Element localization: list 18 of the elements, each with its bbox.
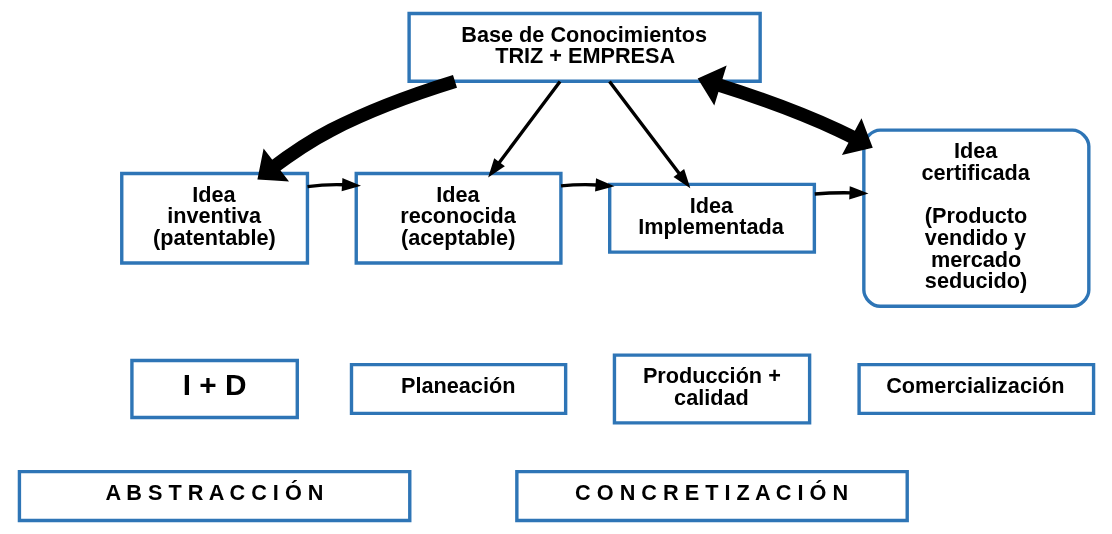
arrow: [560, 178, 614, 192]
node-box: A B S T R A C C I Ó N: [17, 469, 411, 523]
node-box: Producción + calidad: [612, 353, 811, 425]
arrow: [306, 178, 361, 192]
arrow: [697, 65, 873, 156]
node-box: Idea reconocida (aceptable): [354, 171, 563, 265]
node-box: Base de Conocimientos TRIZ + EMPRESA: [406, 11, 762, 83]
node-box: Idea Implementada: [607, 182, 816, 254]
arrow: [256, 74, 457, 182]
node-box: Idea inventiva (patentable): [119, 171, 309, 265]
node-box: Comercialización: [856, 362, 1095, 416]
arrow: [607, 80, 690, 189]
node-box: C O N C R E T I Z A C I Ó N: [514, 469, 909, 523]
node-box: I + D: [129, 358, 299, 420]
node-box: Idea certificada (Producto vendido y mercado seducido): [861, 128, 1091, 308]
arrow: [814, 186, 868, 200]
node-box: Planeación: [349, 362, 567, 416]
arrow: [487, 80, 561, 178]
